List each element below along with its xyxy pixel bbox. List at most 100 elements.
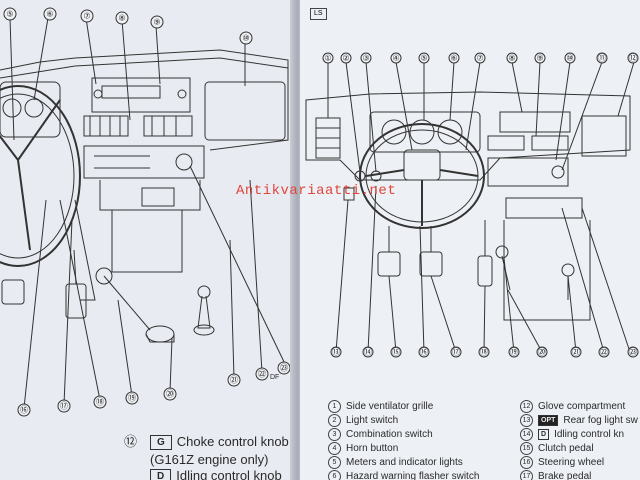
svg-text:⑰: ⑰ <box>452 348 460 357</box>
svg-text:⑧: ⑧ <box>508 54 515 63</box>
svg-text:⑯: ⑯ <box>20 406 28 415</box>
svg-text:⑥: ⑥ <box>46 10 53 19</box>
right-dashboard-diagram <box>305 61 635 353</box>
page-code: DF <box>270 374 280 381</box>
callout-r8: ⑧ <box>506 52 518 64</box>
callout-r5: ⑤ <box>418 52 430 64</box>
svg-text:⑥: ⑥ <box>450 54 457 63</box>
callout-r1: ① <box>322 52 334 64</box>
watermark: Antikvariaatti.net <box>236 183 397 199</box>
page-tab: LS <box>310 8 327 20</box>
callout-6: ⑥ <box>43 7 57 21</box>
svg-text:⑦: ⑦ <box>476 54 483 63</box>
callout-r14: ⑭ <box>362 346 374 358</box>
svg-text:⑤: ⑤ <box>420 54 427 63</box>
callout-r22: ㉒ <box>598 346 610 358</box>
svg-text:⑭: ⑭ <box>364 348 372 357</box>
svg-text:④: ④ <box>392 54 399 63</box>
callout-r10: ⑩ <box>564 52 576 64</box>
callout-20: ⑳ <box>163 387 177 401</box>
callout-r12: ⑫ <box>627 52 639 64</box>
svg-text:⑳: ⑳ <box>538 348 546 357</box>
left-callouts: ⑤ ⑥ ⑦ ⑧ ⑨ ⑩ ⑯ ⑰ ⑱ ⑲ ⑳ ㉑ ㉒ ㉓ ⑭ <box>3 7 291 417</box>
callout-21: ㉑ <box>227 373 241 387</box>
callout-r17: ⑰ <box>450 346 462 358</box>
callout-8: ⑧ <box>115 11 129 25</box>
svg-text:㉒: ㉒ <box>600 348 608 357</box>
svg-text:⑯: ⑯ <box>420 348 428 357</box>
svg-text:⑮: ⑮ <box>392 348 400 357</box>
callout-19: ⑲ <box>125 391 139 405</box>
left-dashboard-diagram <box>0 17 289 409</box>
svg-text:⑩: ⑩ <box>566 54 573 63</box>
callout-18: ⑱ <box>93 395 107 409</box>
svg-text:㉑: ㉑ <box>572 348 580 357</box>
svg-text:⑧: ⑧ <box>118 14 125 23</box>
callout-r18: ⑱ <box>478 346 490 358</box>
svg-text:⑤: ⑤ <box>6 10 13 19</box>
svg-text:⑱: ⑱ <box>480 348 488 357</box>
callout-r13: ⑬ <box>330 346 342 358</box>
callout-r7: ⑦ <box>474 52 486 64</box>
svg-text:⑳: ⑳ <box>166 390 174 399</box>
svg-text:⑲: ⑲ <box>128 394 136 403</box>
svg-text:㉑: ㉑ <box>230 376 238 385</box>
choke-subnote: (G161Z engine only) <box>150 452 269 467</box>
svg-text:⑬: ⑬ <box>332 348 340 357</box>
svg-text:⑨: ⑨ <box>536 54 543 63</box>
callout-23: ㉓ <box>277 361 291 375</box>
callout-16: ⑯ <box>17 403 31 417</box>
left-page: ⑤ ⑥ ⑦ ⑧ ⑨ ⑩ ⑯ ⑰ ⑱ ⑲ ⑳ ㉑ ㉒ ㉓ ⑭ DF ⑫ G Chok… <box>0 0 296 480</box>
callout-r6: ⑥ <box>448 52 460 64</box>
right-page: LS <box>300 0 640 480</box>
callout-r9: ⑨ <box>534 52 546 64</box>
idle-badge: D <box>150 469 172 480</box>
callout-10: ⑩ <box>239 31 253 45</box>
svg-text:⑱: ⑱ <box>96 398 104 407</box>
callout-r2: ② <box>340 52 352 64</box>
svg-text:①: ① <box>324 54 331 63</box>
svg-text:㉓: ㉓ <box>629 348 637 357</box>
choke-badge: G <box>150 435 172 451</box>
callout-r19: ⑲ <box>508 346 520 358</box>
svg-text:⑨: ⑨ <box>153 18 160 27</box>
svg-text:⑰: ⑰ <box>60 402 68 411</box>
svg-text:⑪: ⑪ <box>598 54 606 63</box>
svg-text:㉒: ㉒ <box>258 370 266 379</box>
callout-5: ⑤ <box>3 7 17 21</box>
idle-text: Idling control knob <box>176 468 282 480</box>
callout-17: ⑰ <box>57 399 71 413</box>
callout-r4: ④ <box>390 52 402 64</box>
callout-7: ⑦ <box>80 9 94 23</box>
svg-text:②: ② <box>342 54 349 63</box>
callout-9: ⑨ <box>150 15 164 29</box>
callout-r3: ③ <box>360 52 372 64</box>
callout-r20: ⑳ <box>536 346 548 358</box>
svg-text:③: ③ <box>362 54 369 63</box>
callout-r16: ⑯ <box>418 346 430 358</box>
svg-text:⑫: ⑫ <box>629 54 637 63</box>
right-callouts: ① ② ③ ④ ⑤ ⑥ ⑦ ⑧ ⑨ ⑩ ⑪ ⑫ ⑬ ⑭ ⑮ ⑯ ⑰ ⑱ ⑲ ⑳ … <box>322 52 639 358</box>
svg-text:⑩: ⑩ <box>242 34 249 43</box>
callout-22: ㉒ <box>255 367 269 381</box>
idle-note: D Idling control knob <box>150 466 282 480</box>
note-number: ⑫ <box>124 434 138 449</box>
callout-r11: ⑪ <box>596 52 608 64</box>
callout-r21: ㉑ <box>570 346 582 358</box>
choke-text: Choke control knob <box>176 434 289 449</box>
callout-r15: ⑮ <box>390 346 402 358</box>
choke-note: G Choke control knob <box>150 432 289 451</box>
